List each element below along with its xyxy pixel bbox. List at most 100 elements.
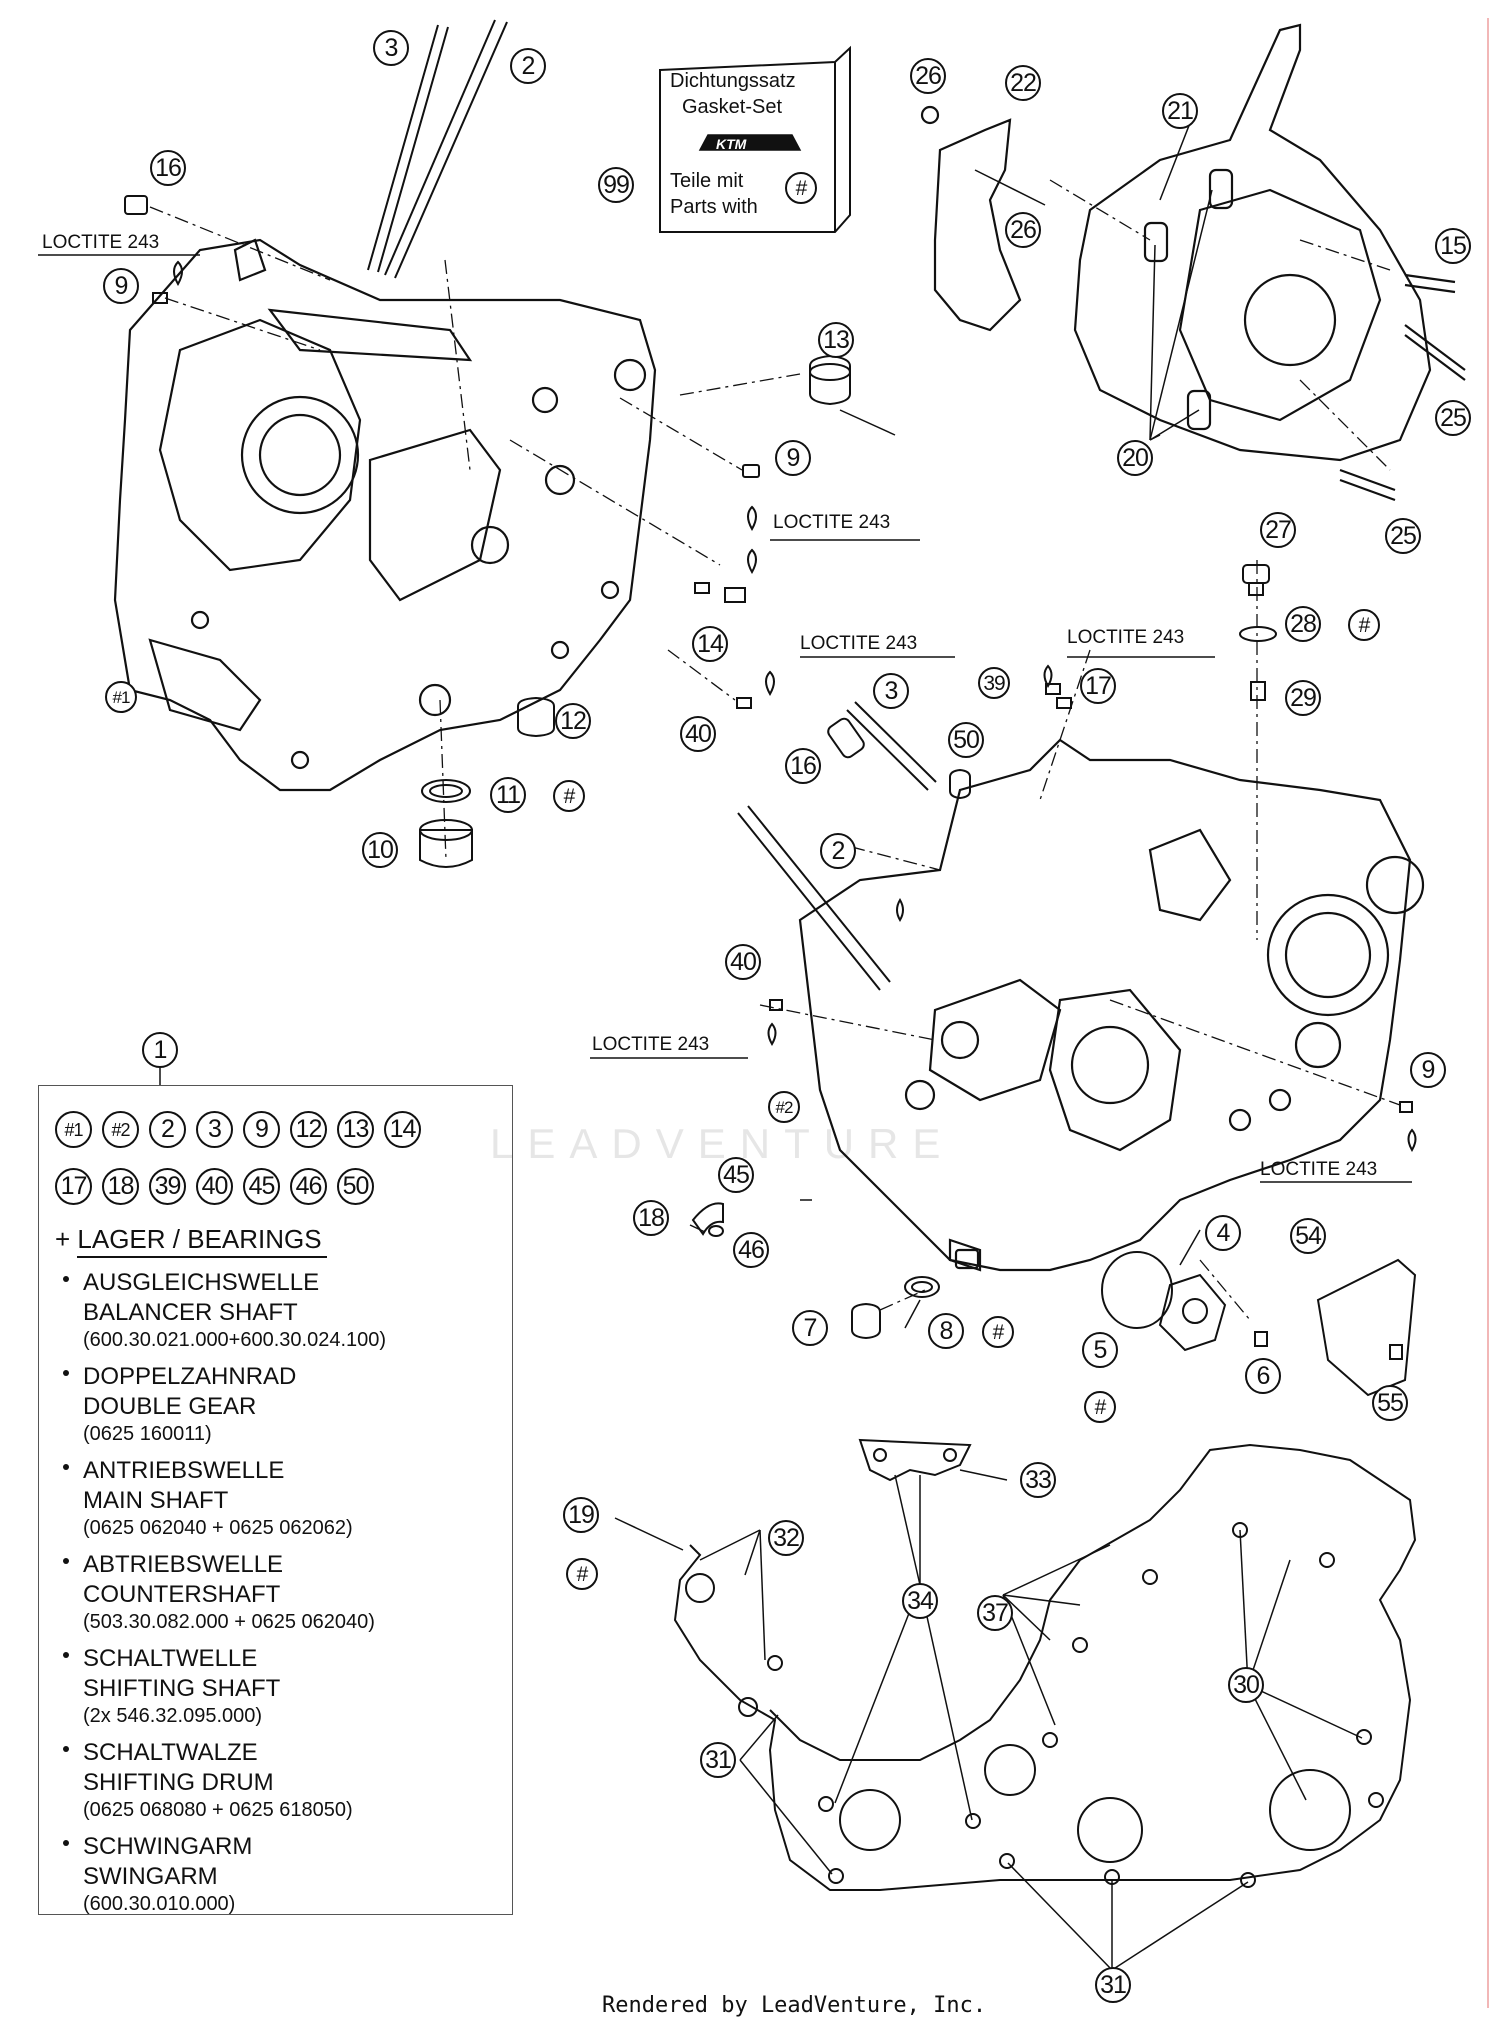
callout-9-right: 9	[1410, 1052, 1446, 1088]
bearings-heading-underline	[77, 1256, 327, 1258]
callout-25: 25	[1435, 400, 1471, 436]
right-crankcase-half	[798, 738, 1425, 1272]
callout-12: 12	[555, 703, 591, 739]
bullet	[63, 1370, 69, 1376]
watermark: LEADVENTURE	[490, 1120, 955, 1167]
footer-credit: Rendered by LeadVenture, Inc.	[602, 1993, 987, 2018]
item-de: ANTRIEBSWELLE	[83, 1457, 285, 1484]
callout-9: 9	[103, 268, 139, 304]
item-code: (0625 062040 + 0625 062062)	[83, 1517, 353, 1539]
callout-31: 31	[700, 1742, 736, 1778]
callout-54: 54	[1290, 1218, 1326, 1254]
legend-chip-9: 9	[243, 1111, 280, 1148]
callout-8: 8	[928, 1313, 964, 1349]
callout-hash2: #2	[768, 1091, 800, 1123]
parts-with-en: Parts with	[670, 196, 758, 218]
callout-3: 3	[373, 30, 409, 66]
legend-chip-40: 40	[196, 1168, 233, 1205]
callout-6: 6	[1245, 1358, 1281, 1394]
item-code: (600.30.021.000+600.30.024.100)	[83, 1329, 387, 1351]
callout-3-lower: 3	[873, 673, 909, 709]
loctite-label-4: LOCTITE 243	[1067, 627, 1185, 648]
ktm-brand-mark: KTM	[716, 136, 747, 152]
legend-chips-row-1: #1 #2 2 3 9 12 13 14	[55, 1111, 421, 1148]
legend-item-countershaft: ABTRIEBSWELLE COUNTERSHAFT (503.30.082.0…	[63, 1550, 375, 1635]
callout-40-lower: 40	[725, 944, 761, 980]
callout-hash1: #1	[105, 681, 137, 713]
callout-33: 33	[1020, 1462, 1056, 1498]
callout-45: 45	[718, 1157, 754, 1193]
item-de: AUSGLEICHSWELLE	[83, 1269, 320, 1296]
gasket-set-de: Dichtungssatz	[670, 70, 796, 92]
callout-13: 13	[818, 322, 854, 358]
left-small-parts	[124, 195, 851, 868]
callout-5: 5	[1082, 1332, 1118, 1368]
legend-item-shifting-shaft: SCHALTWELLE SHIFTING SHAFT (2x 546.32.09…	[63, 1644, 281, 1729]
item-de: SCHWINGARM	[83, 1833, 253, 1860]
callout-28: 28	[1285, 606, 1321, 642]
callout-15: 15	[1435, 228, 1471, 264]
legend-chip-2: 2	[149, 1111, 186, 1148]
callout-2: 2	[510, 48, 546, 84]
legend-chip-45: 45	[243, 1168, 280, 1205]
bullet	[63, 1840, 69, 1846]
legend-chip-12: 12	[290, 1111, 327, 1148]
right-studs-and-small-parts	[691, 564, 1417, 1397]
callout-32: 32	[768, 1520, 804, 1556]
callout-4: 4	[1205, 1215, 1241, 1251]
gasket-set-box-text: Dichtungssatz Gasket-Set KTM Teile mit P…	[658, 52, 848, 232]
callout-11: 11	[490, 777, 526, 813]
bullet	[63, 1652, 69, 1658]
bullet	[63, 1276, 69, 1282]
legend-chip-13: 13	[337, 1111, 374, 1148]
item-code: (600.30.010.000)	[83, 1893, 236, 1915]
bullet	[63, 1464, 69, 1470]
item-en: SHIFTING SHAFT	[83, 1675, 281, 1702]
callout-37: 37	[977, 1595, 1013, 1631]
callout-19-hash: #	[566, 1558, 598, 1590]
legend-chip-14: 14	[384, 1111, 421, 1148]
callout-55: 55	[1372, 1385, 1408, 1421]
callout-21: 21	[1162, 93, 1198, 129]
kit-legend: #1 #2 2 3 9 12 13 14 17 18 39 40 45 46 5…	[38, 1085, 513, 1915]
callout-46: 46	[733, 1232, 769, 1268]
item-en: SWINGARM	[83, 1863, 218, 1890]
loctite-label-6: LOCTITE 243	[1260, 1159, 1378, 1180]
callout-40: 40	[680, 716, 716, 752]
callout-9-mid: 9	[775, 440, 811, 476]
callout-7: 7	[792, 1310, 828, 1346]
callout-27: 27	[1260, 512, 1296, 548]
gasket-mark-hash: #	[785, 172, 817, 204]
legend-chip-39: 39	[149, 1168, 186, 1205]
bullet	[63, 1746, 69, 1752]
gasket-set-box	[659, 45, 851, 233]
callout-26: 26	[910, 58, 946, 94]
loctite-label-2: LOCTITE 243	[773, 512, 891, 533]
legend-item-balancer: AUSGLEICHSWELLE BALANCER SHAFT (600.30.0…	[63, 1268, 387, 1353]
item-en: SHIFTING DRUM	[83, 1769, 274, 1796]
callout-39: 39	[978, 667, 1010, 699]
callout-11-hash: #	[553, 780, 585, 812]
upper-right-cover	[920, 23, 1466, 502]
legend-chip-hash1: #1	[55, 1111, 92, 1148]
item-code: (2x 546.32.095.000)	[83, 1705, 263, 1727]
callout-18: 18	[633, 1200, 669, 1236]
callout-16: 16	[150, 150, 186, 186]
callout-2-lower: 2	[820, 833, 856, 869]
callout-22: 22	[1005, 65, 1041, 101]
item-code: (503.30.082.000 + 0625 062040)	[83, 1611, 375, 1633]
legend-item-main-shaft: ANTRIEBSWELLE MAIN SHAFT (0625 062040 + …	[63, 1456, 353, 1541]
legend-chip-3: 3	[196, 1111, 233, 1148]
item-de: SCHALTWELLE	[83, 1645, 258, 1672]
callout-14: 14	[692, 626, 728, 662]
bearings-heading: + LAGER / BEARINGS	[55, 1224, 322, 1254]
callout-8-hash: #	[982, 1316, 1014, 1348]
callout-1: 1	[142, 1032, 178, 1068]
item-en: MAIN SHAFT	[83, 1487, 229, 1514]
callout-31-bottom: 31	[1095, 1967, 1131, 2003]
loctite-label-5: LOCTITE 243	[592, 1034, 710, 1055]
left-crankcase-half	[113, 238, 657, 792]
callout-25-lower: 25	[1385, 518, 1421, 554]
callout-30: 30	[1228, 1667, 1264, 1703]
